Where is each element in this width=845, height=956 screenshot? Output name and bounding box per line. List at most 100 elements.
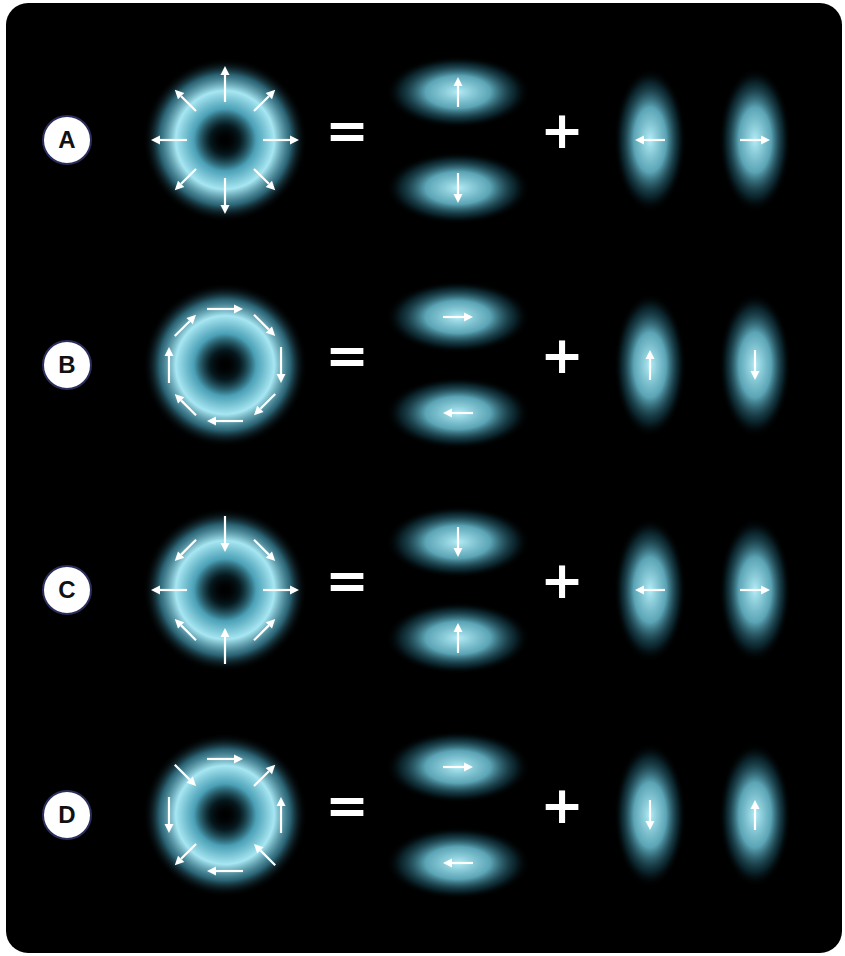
polarization-arrow bbox=[254, 540, 269, 555]
row-letter: D bbox=[58, 801, 75, 829]
arrow-head bbox=[175, 394, 185, 404]
equals-sign: = bbox=[325, 329, 369, 381]
plus-sign: + bbox=[540, 329, 584, 381]
polarization-arrow bbox=[260, 850, 275, 865]
arrow-head bbox=[277, 797, 286, 806]
polarization-arrow bbox=[181, 400, 196, 415]
arrow-head bbox=[635, 136, 644, 145]
donut-beam bbox=[143, 508, 307, 672]
arrow-head bbox=[751, 800, 760, 809]
arrow-head bbox=[454, 77, 463, 86]
arrow-head bbox=[175, 856, 185, 866]
arrow-head bbox=[175, 619, 185, 629]
arrow-head bbox=[175, 551, 185, 561]
arrow-head bbox=[234, 305, 243, 314]
polarization-arrow bbox=[168, 356, 170, 383]
polarization-arrow bbox=[181, 96, 196, 111]
donut-beam bbox=[143, 58, 307, 222]
polarization-arrow bbox=[263, 589, 290, 591]
beam-lobe bbox=[614, 68, 686, 212]
arrow-head bbox=[761, 136, 770, 145]
arrow-head bbox=[254, 406, 264, 416]
arrow-head bbox=[165, 347, 174, 356]
polarization-arrow bbox=[280, 806, 282, 833]
polarization-arrow bbox=[254, 625, 269, 640]
polarization-arrow bbox=[452, 412, 473, 414]
polarization-arrow bbox=[216, 870, 243, 872]
arrow-head bbox=[464, 763, 473, 772]
polarization-arrow bbox=[254, 169, 269, 184]
arrow-head bbox=[266, 326, 276, 336]
donut-beam bbox=[143, 283, 307, 447]
polarization-arrow bbox=[740, 139, 761, 141]
polarization-arrow bbox=[224, 516, 226, 543]
arrow-head bbox=[454, 194, 463, 203]
arrow-head bbox=[761, 586, 770, 595]
polarization-arrow bbox=[443, 316, 464, 318]
arrow-head bbox=[646, 821, 655, 830]
polarization-arrow bbox=[224, 178, 226, 205]
arrow-head bbox=[221, 205, 230, 214]
beam-lobe bbox=[719, 518, 791, 662]
arrow-head bbox=[443, 409, 452, 418]
beam-lobe bbox=[614, 293, 686, 437]
polarization-arrow bbox=[181, 169, 196, 184]
polarization-arrow bbox=[216, 420, 243, 422]
black-panel bbox=[6, 3, 842, 953]
polarization-arrow bbox=[740, 589, 761, 591]
polarization-arrow bbox=[649, 800, 651, 821]
polarization-arrow bbox=[452, 862, 473, 864]
arrow-head bbox=[290, 136, 299, 145]
beam-lobe bbox=[719, 293, 791, 437]
polarization-arrow bbox=[280, 347, 282, 374]
arrow-head bbox=[635, 586, 644, 595]
polarization-arrow bbox=[443, 766, 464, 768]
arrow-head bbox=[751, 371, 760, 380]
polarization-arrow bbox=[263, 139, 290, 141]
beam-lobe bbox=[386, 827, 530, 899]
polarization-arrow bbox=[457, 86, 459, 107]
beam-lobe bbox=[386, 602, 530, 674]
beam-lobe bbox=[719, 743, 791, 887]
polarization-arrow bbox=[644, 589, 665, 591]
plus-sign: + bbox=[540, 779, 584, 831]
arrow-head bbox=[207, 867, 216, 876]
arrow-head bbox=[290, 586, 299, 595]
beam-lobe bbox=[386, 281, 530, 353]
beam-lobe bbox=[386, 377, 530, 449]
row-letter: B bbox=[58, 351, 75, 379]
beam-lobe bbox=[386, 56, 530, 128]
polarization-arrow bbox=[181, 844, 196, 859]
polarization-arrow bbox=[160, 139, 187, 141]
plus-sign: + bbox=[540, 554, 584, 606]
beam-lobe bbox=[614, 518, 686, 662]
polarization-arrow bbox=[254, 96, 269, 111]
arrow-head bbox=[151, 586, 160, 595]
row-letter-circle: A bbox=[42, 115, 92, 165]
row-letter: C bbox=[58, 576, 75, 604]
polarization-arrow bbox=[175, 321, 190, 336]
polarization-arrow bbox=[224, 637, 226, 664]
arrow-head bbox=[254, 844, 264, 854]
polarization-arrow bbox=[224, 75, 226, 102]
polarization-arrow bbox=[754, 809, 756, 830]
arrow-head bbox=[646, 350, 655, 359]
polarization-arrow bbox=[175, 765, 190, 780]
arrow-head bbox=[443, 859, 452, 868]
arrow-head bbox=[266, 619, 276, 629]
arrow-head bbox=[175, 90, 185, 100]
polarization-arrow bbox=[457, 173, 459, 194]
beam-lobe bbox=[614, 743, 686, 887]
arrow-head bbox=[221, 66, 230, 75]
arrow-head bbox=[277, 374, 286, 383]
polarization-arrow bbox=[181, 625, 196, 640]
equals-sign: = bbox=[325, 779, 369, 831]
arrow-head bbox=[266, 90, 276, 100]
beam-lobe bbox=[719, 68, 791, 212]
polarization-arrow bbox=[207, 758, 234, 760]
polarization-arrow bbox=[260, 394, 275, 409]
arrow-head bbox=[221, 543, 230, 552]
equals-sign: = bbox=[325, 104, 369, 156]
arrow-head bbox=[175, 181, 185, 191]
polarization-arrow bbox=[644, 139, 665, 141]
